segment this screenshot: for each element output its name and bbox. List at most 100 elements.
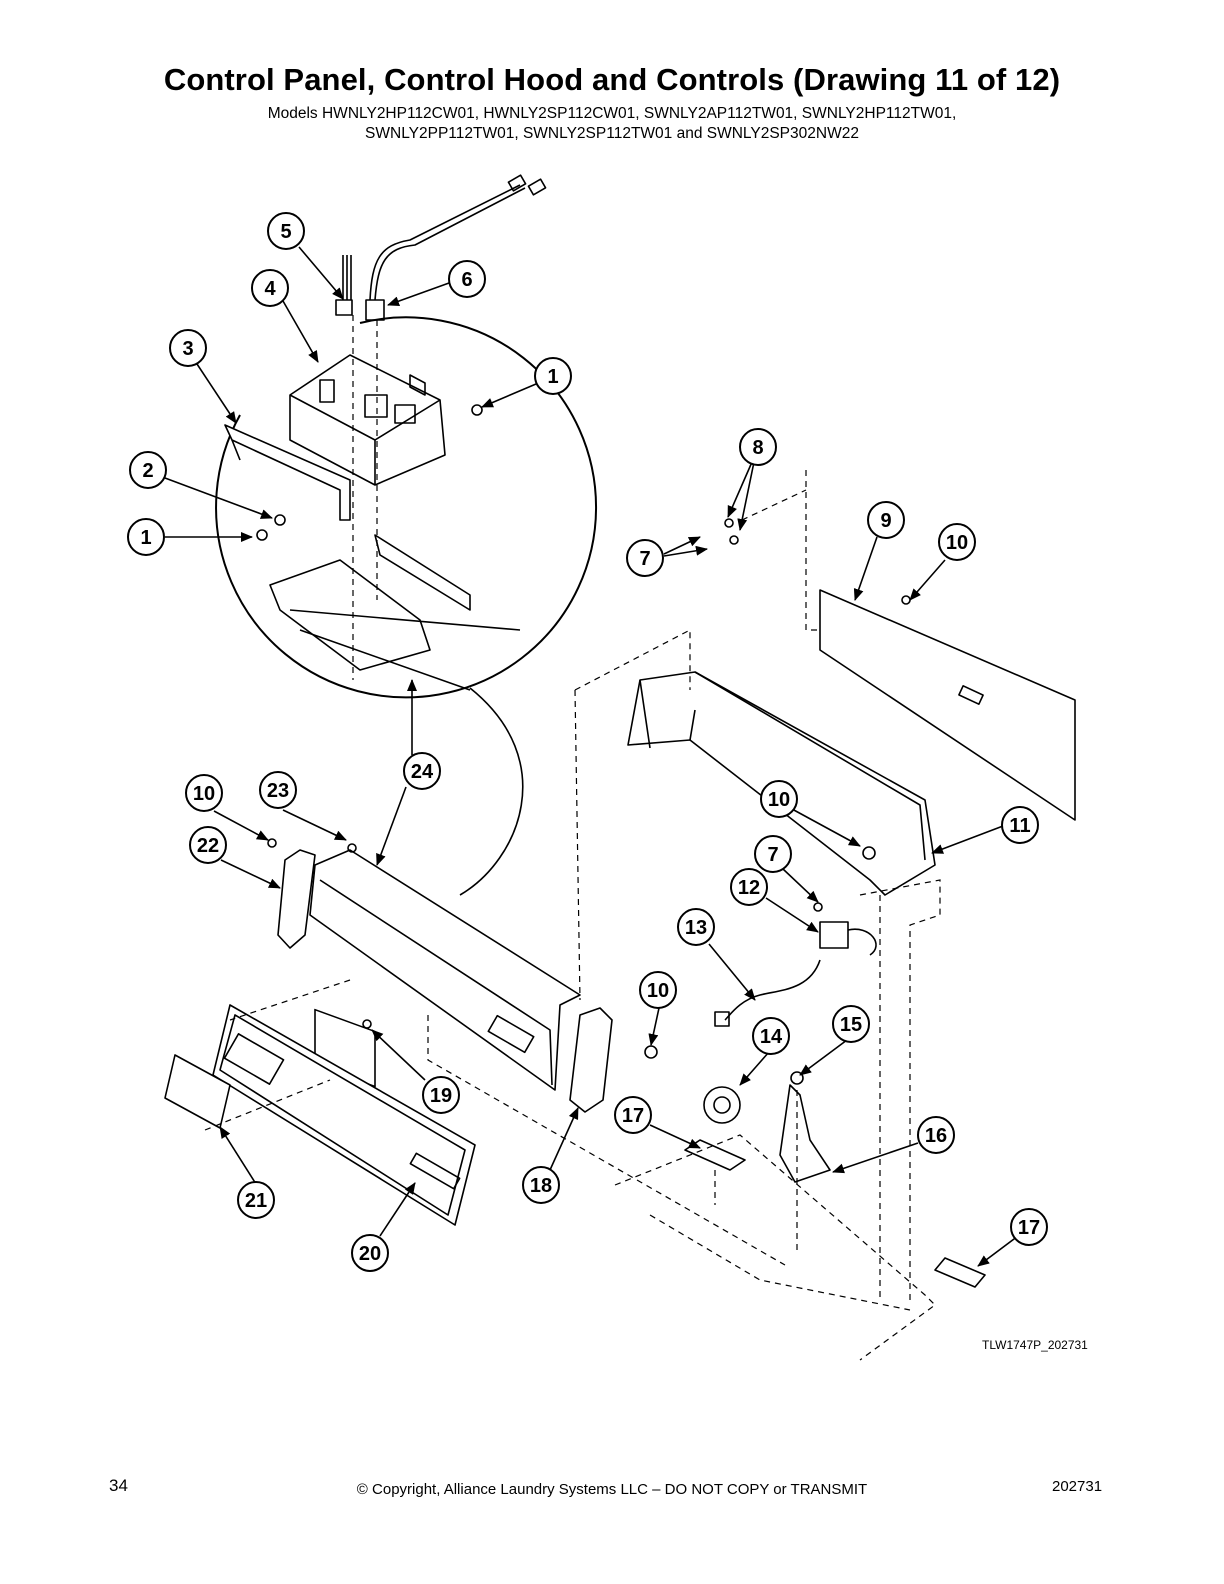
callout-21: 21 xyxy=(237,1181,275,1219)
callout-number: 10 xyxy=(193,783,215,805)
end-cap-right xyxy=(569,1007,613,1113)
callout-number: 20 xyxy=(359,1243,381,1265)
callout-9: 9 xyxy=(867,501,905,539)
front-overlay xyxy=(212,1004,476,1226)
selector-switch xyxy=(703,1086,741,1124)
callout-19: 19 xyxy=(422,1076,460,1114)
callout-6: 6 xyxy=(448,260,486,298)
dashed-guides xyxy=(204,315,941,1361)
callout-15: 15 xyxy=(832,1005,870,1043)
callout-circle xyxy=(251,269,289,307)
callout-number: 17 xyxy=(622,1105,644,1127)
callout-number: 4 xyxy=(264,278,276,300)
models-line-2: SWNLY2PP112TW01, SWNLY2SP112TW01 and SWN… xyxy=(365,125,859,142)
callout-number: 15 xyxy=(840,1014,862,1036)
screw xyxy=(644,1045,658,1059)
models-line-1: Models HWNLY2HP112CW01, HWNLY2SP112CW01,… xyxy=(267,105,957,122)
callout-circle xyxy=(403,752,441,790)
callout-11: 11 xyxy=(1001,806,1039,844)
callout-10: 10 xyxy=(639,971,677,1009)
callout-10: 10 xyxy=(938,523,976,561)
callout-circle xyxy=(730,868,768,906)
callout-number: 6 xyxy=(461,269,472,291)
keypad-overlay xyxy=(164,1054,231,1129)
callout-leaders xyxy=(164,246,1019,1267)
callout-circle xyxy=(127,518,165,556)
callout-17: 17 xyxy=(614,1096,652,1134)
callout-20: 20 xyxy=(351,1234,389,1272)
callout-23: 23 xyxy=(259,771,297,809)
callout-circle xyxy=(760,780,798,818)
screw xyxy=(724,518,734,528)
callout-number: 8 xyxy=(752,437,763,459)
backplate xyxy=(819,589,1076,821)
callout-number: 13 xyxy=(685,917,707,939)
callout-circle xyxy=(1001,806,1039,844)
callout-number: 2 xyxy=(142,460,153,482)
button xyxy=(362,1019,372,1029)
callout-circle xyxy=(522,1166,560,1204)
screw xyxy=(729,535,739,545)
callout-number: 11 xyxy=(1009,815,1030,837)
switch-bracket xyxy=(779,1084,831,1183)
screw xyxy=(790,1071,804,1085)
page-number: 34 xyxy=(109,1476,128,1495)
callout-7: 7 xyxy=(754,835,792,873)
callout-24: 24 xyxy=(403,752,441,790)
callout-number: 16 xyxy=(925,1125,947,1147)
screw xyxy=(267,838,277,848)
callout-circle xyxy=(169,329,207,367)
callout-14: 14 xyxy=(752,1017,790,1055)
callout-circle xyxy=(185,774,223,812)
callout-number: 21 xyxy=(245,1190,267,1212)
callout-number: 1 xyxy=(547,366,558,388)
callout-number: 24 xyxy=(411,761,434,783)
callout-number: 12 xyxy=(738,877,760,899)
callout-1: 1 xyxy=(534,357,572,395)
screw xyxy=(471,404,483,416)
callout-22: 22 xyxy=(189,826,227,864)
callout-2: 2 xyxy=(129,451,167,489)
callout-circle xyxy=(129,451,167,489)
end-cap-left xyxy=(277,849,316,949)
callout-circle xyxy=(422,1076,460,1114)
callout-18: 18 xyxy=(522,1166,560,1204)
console-panel xyxy=(309,849,581,1091)
board-mounting-tray xyxy=(269,534,521,691)
callout-number: 7 xyxy=(639,548,650,570)
detail-magnifier-circle xyxy=(215,316,598,699)
screw xyxy=(813,902,823,912)
callout-5: 5 xyxy=(267,212,305,250)
callout-circle xyxy=(614,1096,652,1134)
callout-number: 5 xyxy=(280,221,291,243)
callout-13: 13 xyxy=(677,908,715,946)
callout-8: 8 xyxy=(739,428,777,466)
callout-number: 23 xyxy=(267,780,289,802)
callout-circle xyxy=(1010,1208,1048,1246)
callout-number: 7 xyxy=(767,844,778,866)
callout-circle xyxy=(938,523,976,561)
control-board xyxy=(289,354,446,486)
callout-circle xyxy=(237,1181,275,1219)
washer xyxy=(274,514,286,526)
callout-number: 10 xyxy=(768,789,790,811)
screw xyxy=(256,529,268,541)
callout-7: 7 xyxy=(626,539,664,577)
callout-16: 16 xyxy=(917,1116,955,1154)
callout-circle xyxy=(752,1017,790,1055)
page-title: Control Panel, Control Hood and Controls… xyxy=(163,62,1061,97)
callout-number: 18 xyxy=(530,1175,552,1197)
callout-circle xyxy=(739,428,777,466)
copyright-notice: © Copyright, Alliance Laundry Systems LL… xyxy=(356,1481,868,1498)
callout-10: 10 xyxy=(760,780,798,818)
callout-number: 3 xyxy=(182,338,193,360)
callout-circle xyxy=(867,501,905,539)
callout-number: 22 xyxy=(197,835,219,857)
callout-circle xyxy=(754,835,792,873)
harness-13 xyxy=(724,959,821,1021)
document-number: 202731 xyxy=(1052,1478,1103,1495)
callout-circle xyxy=(626,539,664,577)
callout-circle xyxy=(639,971,677,1009)
